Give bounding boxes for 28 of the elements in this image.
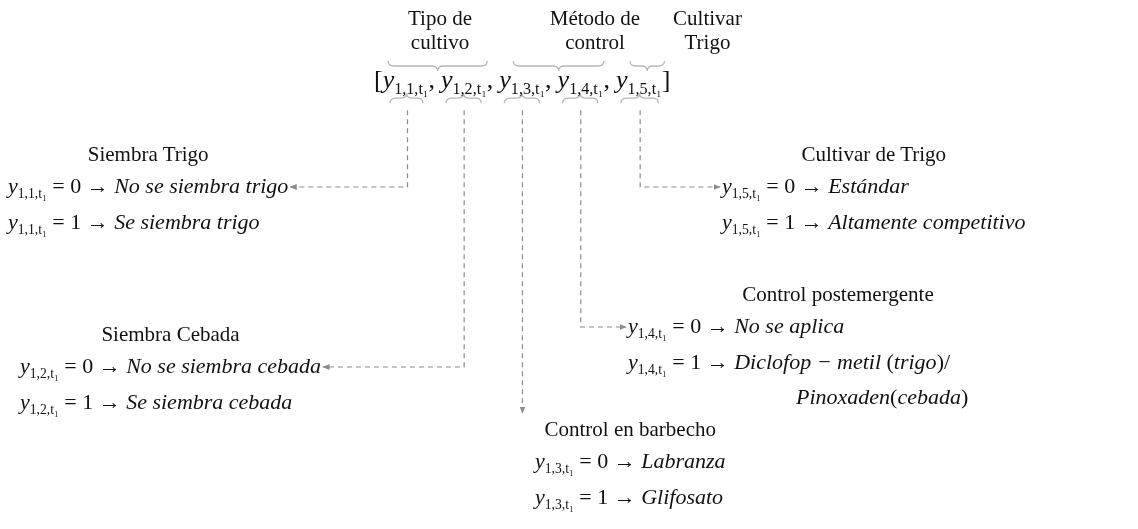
dashed-arrow	[519, 109, 526, 414]
value-definition: y$_{1,5,t₁}$ = 0 → Estándar	[722, 172, 909, 204]
value-definition: y$_{1,5,t₁}$ = 1 → Altamente competitivo	[722, 207, 1026, 239]
value-definition: y$_{1,2,t₁}$ = 0 → No se siembra cebada	[20, 352, 322, 384]
variable-heading: Cultivar de Trigo	[800, 141, 948, 168]
dashed-arrow	[580, 109, 627, 330]
vector-component: y$_{1,2,t₁}$,	[441, 62, 494, 101]
dashed-arrow	[639, 109, 721, 190]
dashed-arrow	[289, 109, 409, 190]
value-definition: y$_{1,4,t₁}$ = 0 → No se aplica	[628, 312, 846, 344]
dashed-arrow	[322, 109, 465, 370]
vector-component: y$_{1,5,t₁}$]	[615, 62, 671, 101]
value-definition: y$_{1,1,t₁}$ = 0 → No se siembra trigo	[8, 172, 289, 204]
vector-component: [y$_{1,1,t₁}$,	[374, 62, 435, 101]
group-heading: Cultivar Trigo	[672, 6, 743, 55]
value-definition: y$_{1,4,t₁}$ = 1 → Diclofop − metil (trigo)/ Pinoxaden(cebada)	[628, 347, 970, 411]
value-definition: y$_{1,2,t₁}$ = 1 → Se siembra cebada	[20, 387, 293, 419]
value-definition: y$_{1,3,t₁}$ = 0 → Labranza	[535, 447, 726, 479]
vector-component: y$_{1,4,t₁}$,	[557, 62, 610, 101]
group-heading: Tipo de cultivo	[407, 6, 473, 55]
variable-heading: Siembra Trigo	[86, 141, 210, 168]
variable-heading: Control postemergente	[741, 281, 935, 308]
value-definition: y$_{1,1,t₁}$ = 1 → Se siembra trigo	[8, 207, 260, 239]
vector-component: y$_{1,3,t₁}$,	[499, 62, 552, 101]
group-heading: Método de control	[548, 6, 642, 55]
value-definition: y$_{1,3,t₁}$ = 1 → Glifosato	[535, 482, 724, 514]
variable-heading: Siembra Cebada	[100, 321, 241, 348]
variable-heading: Control en barbecho	[543, 416, 717, 443]
